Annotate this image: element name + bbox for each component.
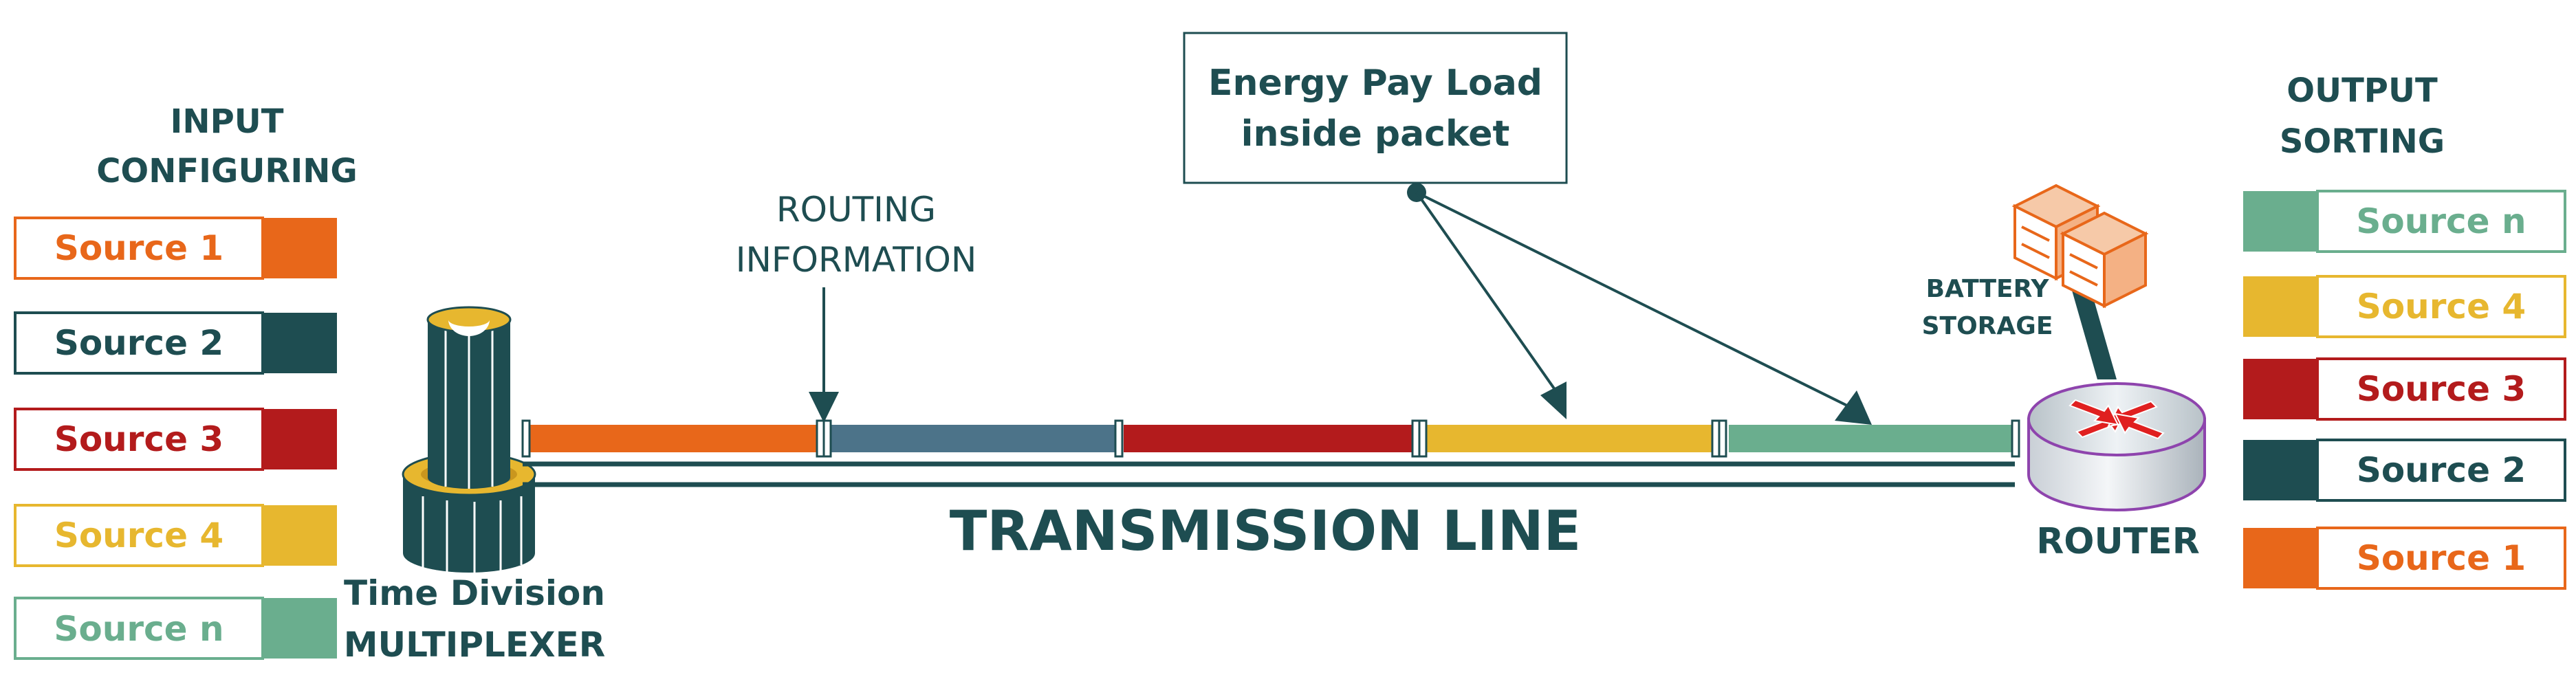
input-source-n-label: Source n	[54, 609, 223, 649]
packet-segment-blue	[827, 425, 1115, 452]
packet-separators	[521, 419, 2020, 458]
output-source-n-label: Source n	[2356, 201, 2526, 241]
transmission-line-label: TRANSMISSION LINE	[950, 499, 1582, 563]
output-source-1-label: Source 1	[2357, 538, 2526, 578]
output-source-n-color	[2243, 191, 2317, 252]
input-source-2-label: Source 2	[54, 323, 223, 363]
input-source-1: Source 1	[14, 217, 337, 280]
output-source-1-color	[2243, 528, 2317, 588]
input-source-3-label: Source 3	[54, 419, 223, 459]
energy-payload-callout: Energy Pay Load inside packet	[1183, 32, 1872, 425]
packet-segment-green	[1729, 425, 2012, 452]
input-source-4: Source 4	[14, 504, 337, 567]
output-source-list: Source n Source 4 Source 3 Source 2 Sour…	[2243, 190, 2566, 590]
multiplexer-label-line2: MULTIPLEXER	[344, 625, 606, 665]
packet-segment-red	[1124, 425, 1412, 452]
packet-segment-orange	[530, 425, 818, 452]
output-source-2-label: Source 2	[2357, 450, 2526, 490]
output-source-n: Source n	[2243, 190, 2566, 253]
input-source-4-label: Source 4	[54, 516, 223, 555]
input-source-list: Source 1 Source 2 Source 3 Source 4 Sour…	[14, 217, 337, 660]
input-source-n: Source n	[14, 597, 337, 660]
input-source-1-color	[263, 218, 337, 278]
input-heading-line1: INPUT	[171, 102, 284, 141]
input-source-n-color	[263, 598, 337, 659]
routing-info-line1: ROUTING	[776, 190, 936, 230]
router-icon	[2027, 382, 2206, 511]
input-heading-line2: CONFIGURING	[96, 152, 358, 190]
output-source-3-color	[2243, 359, 2317, 419]
input-source-3: Source 3	[14, 408, 337, 471]
multiplexer-icon	[402, 306, 536, 573]
input-source-2-color	[263, 313, 337, 373]
routing-info-line2: INFORMATION	[736, 240, 977, 280]
output-heading-line1: OUTPUT	[2286, 71, 2438, 110]
routing-info-arrow	[809, 287, 839, 423]
output-source-4-color	[2243, 276, 2317, 337]
output-source-3: Source 3	[2243, 357, 2566, 421]
output-source-2-color	[2243, 440, 2317, 500]
energy-payload-line2: inside packet	[1241, 113, 1510, 155]
output-source-4: Source 4	[2243, 275, 2566, 338]
multiplexer-label-line1: Time Division	[344, 573, 605, 613]
output-source-3-label: Source 3	[2357, 369, 2526, 409]
packet-stream	[521, 419, 2020, 458]
battery-label-line1: BATTERY	[1926, 275, 2050, 303]
battery-label-line2: STORAGE	[1922, 312, 2053, 340]
input-source-2: Source 2	[14, 311, 337, 375]
battery-storage-icon	[2011, 184, 2149, 379]
transmission-line	[523, 461, 2015, 487]
output-heading-line2: SORTING	[2280, 122, 2445, 161]
output-source-1: Source 1	[2243, 527, 2566, 590]
output-source-2: Source 2	[2243, 439, 2566, 502]
output-source-4-label: Source 4	[2357, 287, 2526, 327]
packet-segment-yellow	[1425, 425, 1714, 452]
router-label: ROUTER	[2036, 521, 2200, 562]
input-source-4-color	[263, 505, 337, 566]
energy-payload-line1: Energy Pay Load	[1208, 63, 1542, 104]
input-source-1-label: Source 1	[54, 228, 223, 268]
input-source-3-color	[263, 409, 337, 469]
